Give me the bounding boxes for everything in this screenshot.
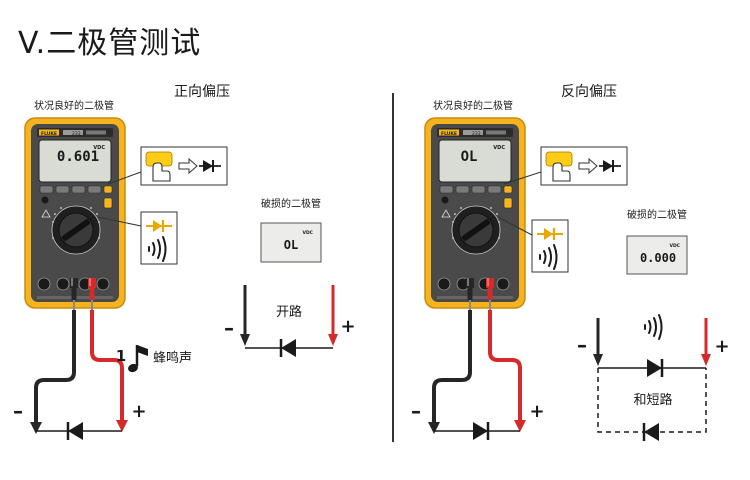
left-multimeter: FLUKE 233 VDC 0.601 [24, 117, 126, 309]
right-bad-reading: 0.000 [640, 251, 676, 265]
left-open-label: 开路 [276, 304, 302, 320]
left-plus-sign: + [131, 401, 146, 422]
left-red-lead [90, 310, 124, 422]
right-bad-diode-label: 破损的二极管 [627, 208, 687, 221]
left-good-diode-label: 状况良好的二极管 [34, 99, 114, 112]
left-minus-open: – [224, 316, 234, 340]
right-meter-model: 233 [472, 131, 481, 137]
right-minus-sign: – [411, 399, 421, 423]
left-bad-diode-label: 破损的二极管 [261, 197, 321, 210]
right-meter-reading: OL [461, 149, 478, 165]
left-meter-brand: FLUKE [41, 131, 57, 137]
left-bad-unit: VDC [302, 230, 313, 236]
right-black-lead [432, 310, 472, 425]
right-plus-sign: + [529, 401, 544, 422]
right-diode-symbol-icon [471, 420, 490, 442]
left-bad-diode-display: VDC OL [260, 222, 322, 263]
right-meter-unit: VDC [493, 145, 505, 151]
right-short-circuit [593, 318, 711, 443]
right-plus-short: + [714, 336, 729, 357]
left-black-probe-tip [30, 422, 42, 434]
left-button-press-callout [140, 146, 228, 186]
page-title: V.二极管测试 [18, 26, 202, 61]
right-black-probe-tip [428, 422, 440, 434]
right-red-probe-tip [514, 420, 526, 432]
left-heading: 正向偏压 [174, 84, 230, 100]
left-minus-sign: – [13, 399, 23, 423]
right-good-diode-label: 状况良好的二极管 [433, 99, 513, 112]
left-meter-model: 233 [72, 131, 81, 137]
left-meter-unit: VDC [93, 145, 105, 151]
right-heading: 反向偏压 [561, 84, 617, 100]
right-short-label: 和短路 [633, 392, 672, 408]
left-beep-label: 蜂鸣声 [153, 350, 192, 366]
sound-wave-icon [644, 314, 663, 340]
left-meter-reading: 0.601 [57, 149, 99, 165]
left-bad-reading: OL [284, 238, 298, 252]
left-red-probe-tip [116, 420, 128, 432]
music-note-icon [128, 345, 148, 373]
right-diode-beep-callout [530, 218, 570, 274]
right-meter-brand: FLUKE [441, 131, 457, 137]
left-diode-beep-callout [139, 210, 179, 266]
right-red-lead [488, 310, 522, 422]
left-plus-open: + [340, 316, 355, 337]
right-bad-unit: VDC [669, 243, 680, 249]
right-multimeter: FLUKE 233 VDC OL [424, 117, 526, 309]
left-black-lead [34, 310, 76, 425]
right-bad-diode-display: VDC 0.000 [626, 235, 688, 275]
right-minus-short: – [577, 333, 587, 357]
left-open-circuit [240, 285, 338, 359]
right-button-press-callout [540, 146, 628, 186]
left-diode-symbol-icon [66, 420, 85, 442]
left-beep-count: 1 [116, 347, 126, 365]
